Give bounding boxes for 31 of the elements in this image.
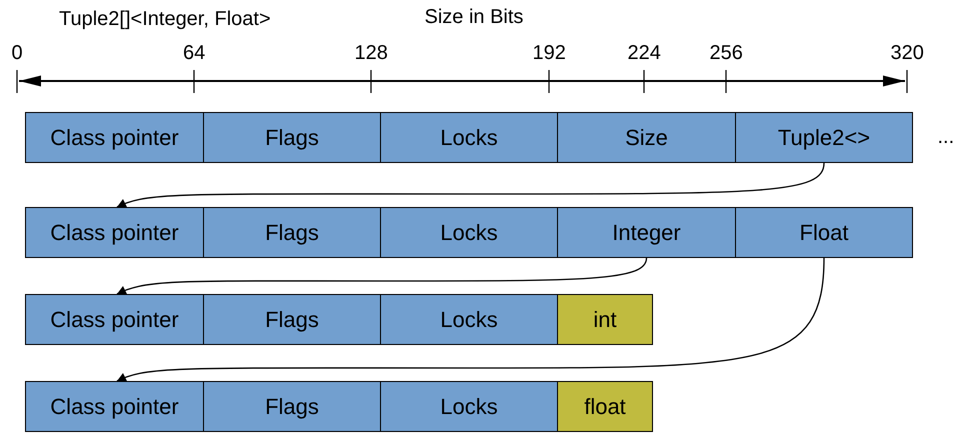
tick-label: 224 bbox=[628, 42, 661, 65]
memory-field-cell: float bbox=[557, 381, 653, 432]
memory-field-cell: Class pointer bbox=[25, 294, 204, 345]
memory-field-cell: Class pointer bbox=[25, 207, 204, 258]
memory-field-cell: Flags bbox=[203, 207, 381, 258]
tick-label: 128 bbox=[354, 42, 388, 65]
pointer-arrow bbox=[116, 162, 825, 208]
pointer-arrow bbox=[116, 258, 648, 295]
memory-field-cell: Flags bbox=[203, 381, 381, 432]
tick-label: 64 bbox=[183, 42, 206, 65]
memory-field-cell: Class pointer bbox=[25, 112, 204, 163]
memory-field-cell: Locks bbox=[380, 294, 558, 345]
memory-field-cell: Locks bbox=[380, 381, 558, 432]
memory-field-cell: Size bbox=[557, 112, 736, 163]
memory-field-cell: int bbox=[557, 294, 653, 345]
memory-field-cell: Flags bbox=[203, 294, 381, 345]
memory-field-cell: Tuple2<> bbox=[735, 112, 913, 163]
memory-field-cell: Class pointer bbox=[25, 381, 204, 432]
memory-field-cell: Locks bbox=[380, 207, 558, 258]
diagram-title: Tuple2[]<Integer, Float> bbox=[59, 8, 271, 31]
tick-label: 0 bbox=[12, 42, 23, 65]
pointer-arrow bbox=[116, 258, 825, 382]
tick-label: 192 bbox=[532, 42, 566, 65]
continuation-ellipsis: ... bbox=[938, 126, 954, 149]
tick-label: 320 bbox=[890, 42, 924, 65]
axis-title: Size in Bits bbox=[424, 6, 524, 29]
memory-field-cell: Integer bbox=[557, 207, 736, 258]
tick-label: 256 bbox=[710, 42, 743, 65]
memory-field-cell: Float bbox=[735, 207, 913, 258]
memory-field-cell: Locks bbox=[380, 112, 558, 163]
memory-field-cell: Flags bbox=[203, 112, 381, 163]
